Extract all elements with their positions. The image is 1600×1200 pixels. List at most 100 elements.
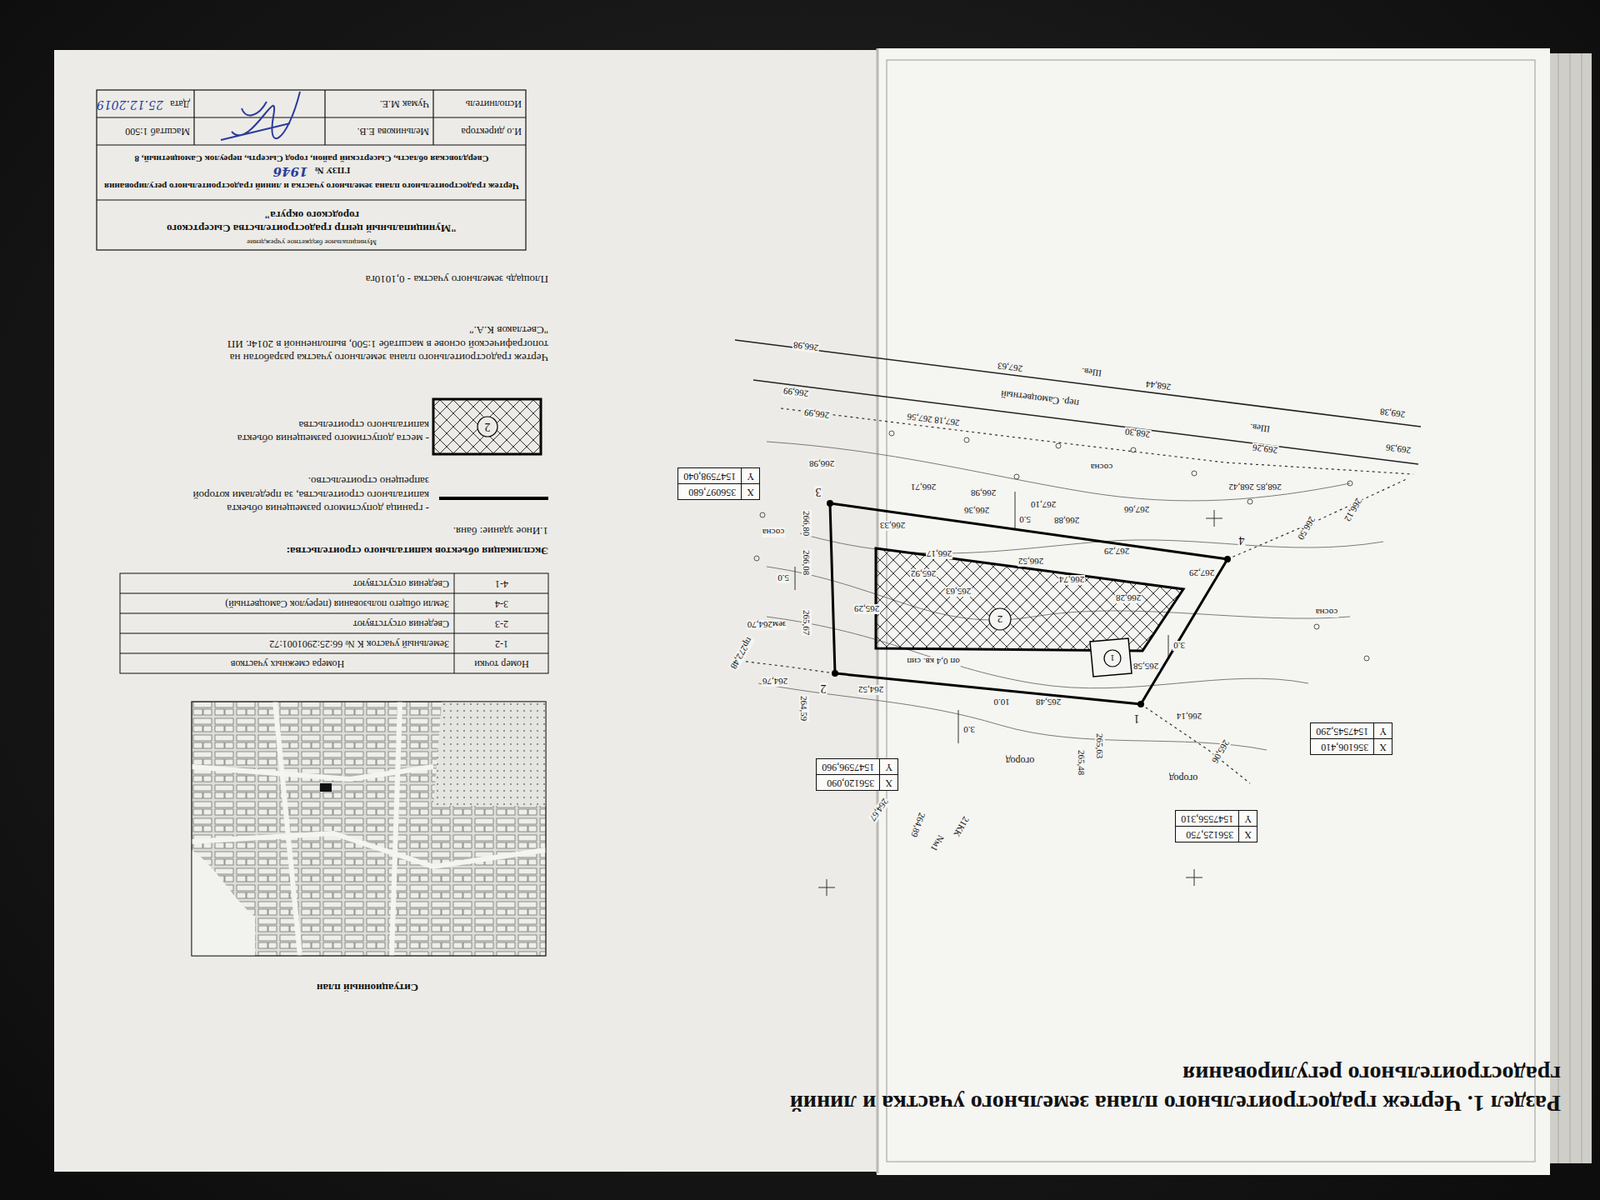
stamp-cell: Мельникова Е.В. (356, 125, 430, 136)
stamp-title-text: Чертеж градостроительного плана земельно… (104, 165, 520, 192)
table-cell: 2-3 (495, 617, 509, 629)
axis-letter: X (879, 774, 898, 790)
elevation-mark: сосна (1090, 462, 1114, 473)
table-cell: 1-2 (495, 637, 509, 649)
coordinate-value: 356125,750 (1175, 825, 1239, 842)
elevation-mark: 266,71 (910, 482, 937, 493)
stamp-title-block: Чертеж градостроительного плана земельно… (103, 152, 520, 196)
elevation-mark: 265,48 (1035, 697, 1062, 708)
stamp-cell: Исполнитель (465, 97, 522, 109)
elevation-mark: 265,67 (801, 609, 812, 636)
note-text: Экспликация объектов капитального строит… (286, 545, 549, 557)
note-text: Чертеж градостроительного плана земельно… (198, 323, 549, 365)
map-heading: Ситуационный план (316, 981, 419, 994)
elevation-mark: сосна (761, 527, 785, 538)
address-text: Свердловская область, Сысертский район, … (103, 152, 520, 164)
axis-letter: Y (879, 759, 898, 775)
elevation-mark: 266,33 (879, 520, 906, 531)
note-text: Площадь земельного участка - 0,1010га (365, 273, 549, 285)
stamp-cell: Масштаб 1:500 (125, 125, 190, 136)
elevation-mark: 266,98 (808, 459, 835, 470)
stamp-cell: Муниципальное бюджетное учреждение (246, 237, 377, 246)
coordinate-value: 1547556,310 (1175, 810, 1239, 826)
stamp-cell: 25.12.2019 (96, 97, 164, 110)
elevation-mark: 267,29 (1188, 568, 1215, 579)
elevation-mark: 265,63 (945, 586, 972, 597)
table-cell: Земельный участок К № 66:25:2901001:72 (269, 637, 450, 649)
coordinate-box: X356106,410Y1547545,290 (1310, 722, 1393, 755)
table-cell: Номер точки (474, 657, 529, 669)
point-number: 3 (815, 485, 823, 498)
coordinate-value: 356120,090 (816, 774, 880, 790)
table-cell: Сведения отсутствуют (353, 617, 450, 629)
coordinate-box: X356097,680Y1547598,040 (677, 467, 760, 500)
point-number: 4 (1238, 533, 1246, 546)
elevation-mark: 264,76 (761, 676, 789, 687)
axis-letter: Y (740, 468, 760, 484)
elevation-mark: сосна (1315, 607, 1339, 618)
elevation-mark: 267,66 (1123, 505, 1150, 515)
elevation-mark: 10.0 (992, 697, 1010, 708)
elevation-mark: 266,80 (801, 510, 812, 537)
elevation-mark: 268,85 268,42 (1227, 482, 1282, 493)
elevation-mark: 3.0 (1172, 640, 1186, 651)
stamp-cell: "Муниципальный центр градостроительства … (145, 208, 479, 236)
elevation-mark: огород (1005, 754, 1035, 765)
point-number: 2 (820, 681, 828, 695)
elevation-mark: 265,92 (910, 569, 937, 580)
point-number: 1 (1133, 711, 1141, 725)
axis-letter: Y (1373, 723, 1392, 739)
elevation-mark: оп 0,4 кв. сип (905, 656, 960, 667)
coordinate-value: 1547596,960 (816, 759, 880, 775)
elevation-mark: 264,59 (799, 695, 810, 722)
table-cell: Земли общего пользования (переулок Самоц… (225, 597, 450, 609)
coordinate-value: 1547598,040 (678, 468, 741, 484)
elevation-mark: 266,36 (963, 505, 990, 516)
note-text: 1.Иное здание: баня. (453, 525, 549, 537)
elevation-mark: 266,28 (1115, 593, 1142, 604)
elevation-mark: 5.0 (1018, 515, 1032, 525)
coordinate-box: X356120,090Y1547596,960 (815, 758, 899, 791)
elevation-mark: 265,48 (1076, 749, 1087, 776)
stamp-cell: Дата (170, 97, 190, 109)
axis-letter: X (1238, 825, 1257, 842)
coordinate-value: 356106,410 (1310, 738, 1374, 755)
elevation-mark: 267,10 (1030, 500, 1057, 510)
elevation-mark: 266,17 (925, 549, 953, 560)
elevation-mark: 265,63 (1095, 732, 1105, 760)
sheet-title: Раздел 1. Чертеж градостроительного план… (760, 1060, 1561, 1119)
coordinate-value: 356097,680 (678, 483, 741, 500)
elevation-mark: огород (1168, 771, 1199, 783)
axis-letter: X (1373, 738, 1392, 755)
coordinate-box: X356125,750Y1547556,310 (1175, 810, 1258, 843)
table-cell: 3-4 (495, 597, 509, 609)
elevation-mark: 5.0 (776, 573, 790, 584)
elevation-mark: 266,88 (1053, 515, 1080, 526)
callout-number: 2 (996, 613, 1005, 625)
elevation-mark: 264,52 (857, 685, 885, 695)
elevation-mark: 266,74 (1058, 575, 1085, 585)
elevation-mark: 265,29 (853, 604, 880, 615)
handwritten-number: 1946 (273, 164, 309, 180)
elevation-mark: зем264,70 (746, 620, 787, 630)
axis-letter: Y (1238, 810, 1257, 826)
elevation-mark: 266,52 (1017, 556, 1045, 567)
table-cell: Сведения отсутствуют (353, 577, 450, 589)
table-cell: Номера смежных участков (230, 657, 345, 669)
callout-number: 2 (484, 420, 492, 433)
callout-number: 1 (1109, 653, 1116, 664)
elevation-mark: 265,58 (1132, 661, 1160, 672)
elevation-mark: 266,14 (1175, 711, 1203, 722)
legend-text: - граница допустимого размещения объекта… (179, 474, 430, 515)
elevation-mark: 266,08 (801, 549, 812, 576)
elevation-mark: 267,29 (1103, 546, 1130, 557)
stamp-cell: И.о директора (460, 125, 522, 136)
elevation-mark: 266,98 (970, 488, 997, 499)
axis-letter: X (740, 483, 760, 500)
stamp-cell: Чумак М.Е. (380, 97, 430, 109)
elevation-mark: 3.0 (962, 725, 976, 735)
coordinate-value: 1547545,290 (1310, 723, 1374, 739)
table-cell: 4-1 (495, 577, 509, 589)
legend-text: - места допустимого размещения объекта к… (179, 418, 430, 446)
